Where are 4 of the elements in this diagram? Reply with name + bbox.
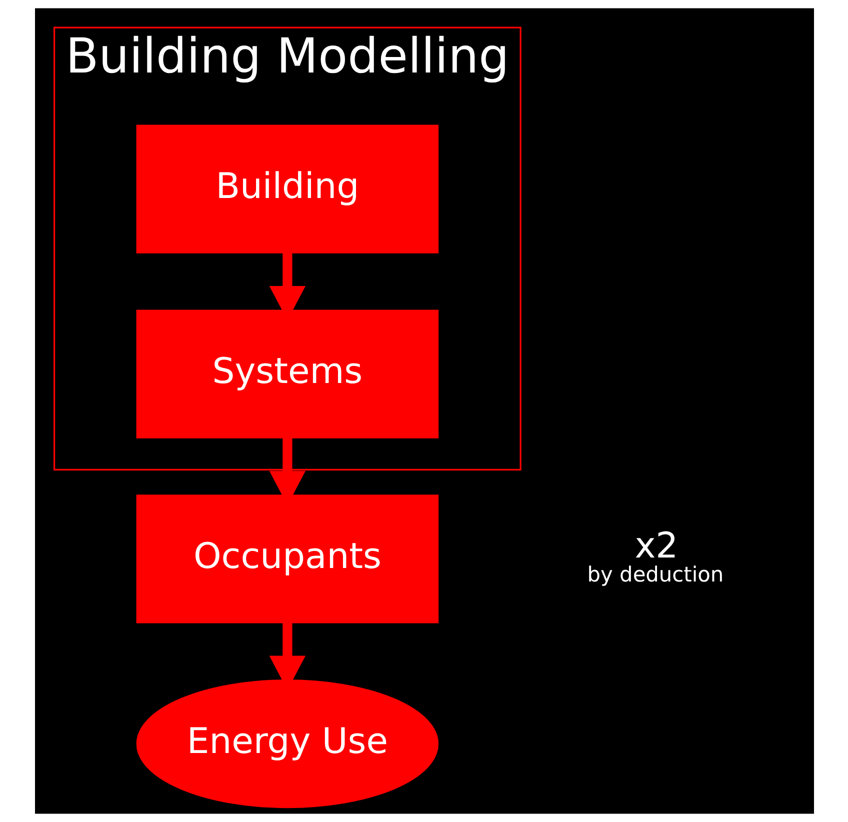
node-box: Systems — [136, 310, 438, 438]
node-ellipse: Energy Use — [136, 680, 438, 808]
node-box: Building — [136, 124, 438, 254]
node-box: Occupants — [136, 494, 438, 624]
